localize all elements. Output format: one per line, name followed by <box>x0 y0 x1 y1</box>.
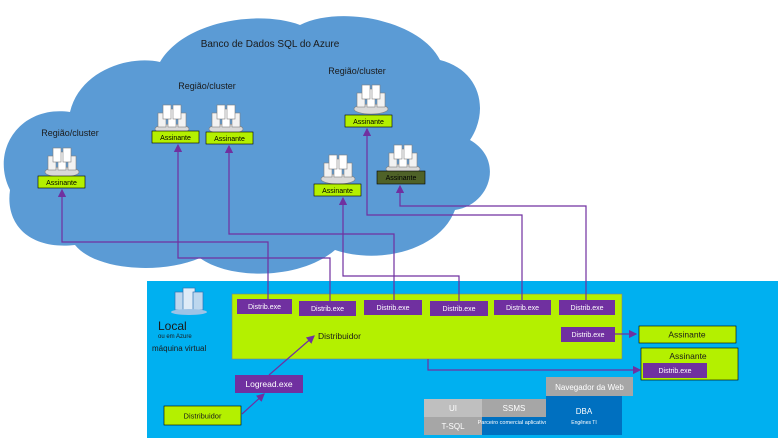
local-vm-icon <box>171 287 207 315</box>
svg-text:Distrib.exe: Distrib.exe <box>506 305 539 312</box>
svg-text:Distribuidor: Distribuidor <box>184 412 222 421</box>
connector-lines <box>57 127 642 415</box>
svg-text:Navegador da Web: Navegador da Web <box>555 383 624 392</box>
svg-text:SSMS: SSMS <box>503 404 526 413</box>
svg-text:Distrib.exe: Distrib.exe <box>248 304 281 311</box>
svg-text:Assinante: Assinante <box>386 175 417 182</box>
distributor-label: Distribuidor <box>318 331 361 341</box>
ui-box: UI <box>424 399 482 417</box>
svg-text:Parceiro comercial aplicativos: Parceiro comercial aplicativos <box>478 420 551 426</box>
svg-text:Distrib.exe: Distrib.exe <box>658 368 691 375</box>
svg-text:Assinante: Assinante <box>160 135 191 142</box>
svg-text:T-SQL: T-SQL <box>441 422 465 431</box>
subscriber-box: Assinante <box>344 114 393 128</box>
svg-text:Assinante: Assinante <box>322 188 353 195</box>
svg-text:Distrib.exe: Distrib.exe <box>570 305 603 312</box>
svg-text:Distrib.exe: Distrib.exe <box>376 305 409 312</box>
subscriber-box-dark: Assinante <box>376 170 426 185</box>
subscriber-box-right-2: Assinante Distrib.exe <box>640 347 739 381</box>
svg-text:Distrib.exe: Distrib.exe <box>571 332 604 339</box>
tsql-box: T-SQL <box>424 417 482 435</box>
svg-text:Assinante: Assinante <box>214 136 245 143</box>
svg-text:Assinante: Assinante <box>668 330 706 340</box>
svg-text:Logread.exe: Logread.exe <box>245 379 293 389</box>
publisher-distributor-box: Distribuidor <box>163 405 242 426</box>
distrib-exe-box: Distrib.exe <box>430 301 488 316</box>
svg-text:Assinante: Assinante <box>353 119 384 126</box>
subscriber-box: Assinante <box>313 183 362 197</box>
svg-text:Distrib.exe: Distrib.exe <box>311 306 344 313</box>
region-label-1: Região/cluster <box>41 128 99 138</box>
partner-apps-box: Parceiro comercial aplicativos <box>478 417 551 435</box>
distrib-exe-box: Distrib.exe <box>299 301 356 316</box>
subscriber-box: Assinante <box>205 131 254 145</box>
svg-text:Assinante: Assinante <box>669 351 707 361</box>
distrib-exe-box: Distrib.exe <box>494 300 551 315</box>
subscriber-box: Assinante <box>151 130 200 144</box>
region-label-3: Região/cluster <box>328 66 386 76</box>
distrib-exe-box: Distrib.exe <box>364 300 422 315</box>
ssms-box: SSMS <box>482 399 546 417</box>
svg-text:Engênes TI: Engênes TI <box>571 420 596 426</box>
subscriber-box: Assinante <box>37 175 86 189</box>
vm-label: máquina virtual <box>152 344 206 353</box>
distrib-exe-box: Distrib.exe <box>561 327 615 342</box>
distrib-exe-box: Distrib.exe <box>559 300 615 315</box>
dba-box: DBA Engênes TI <box>546 396 622 435</box>
logread-exe-box: Logread.exe <box>235 375 303 393</box>
web-browser-box: Navegador da Web <box>546 377 633 396</box>
svg-text:Assinante: Assinante <box>46 180 77 187</box>
svg-text:UI: UI <box>449 404 457 413</box>
local-subtitle: ou em Azure <box>158 334 192 340</box>
distrib-exe-box: Distrib.exe <box>237 299 292 314</box>
region-label-2: Região/cluster <box>178 81 236 91</box>
subscriber-box-right: Assinante <box>638 325 737 344</box>
distributor-panel <box>231 293 623 360</box>
cloud-title: Banco de Dados SQL do Azure <box>201 39 340 50</box>
svg-text:Distrib.exe: Distrib.exe <box>442 306 475 313</box>
local-title: Local <box>158 319 187 333</box>
svg-text:DBA: DBA <box>576 407 593 416</box>
azure-cloud <box>3 16 490 274</box>
